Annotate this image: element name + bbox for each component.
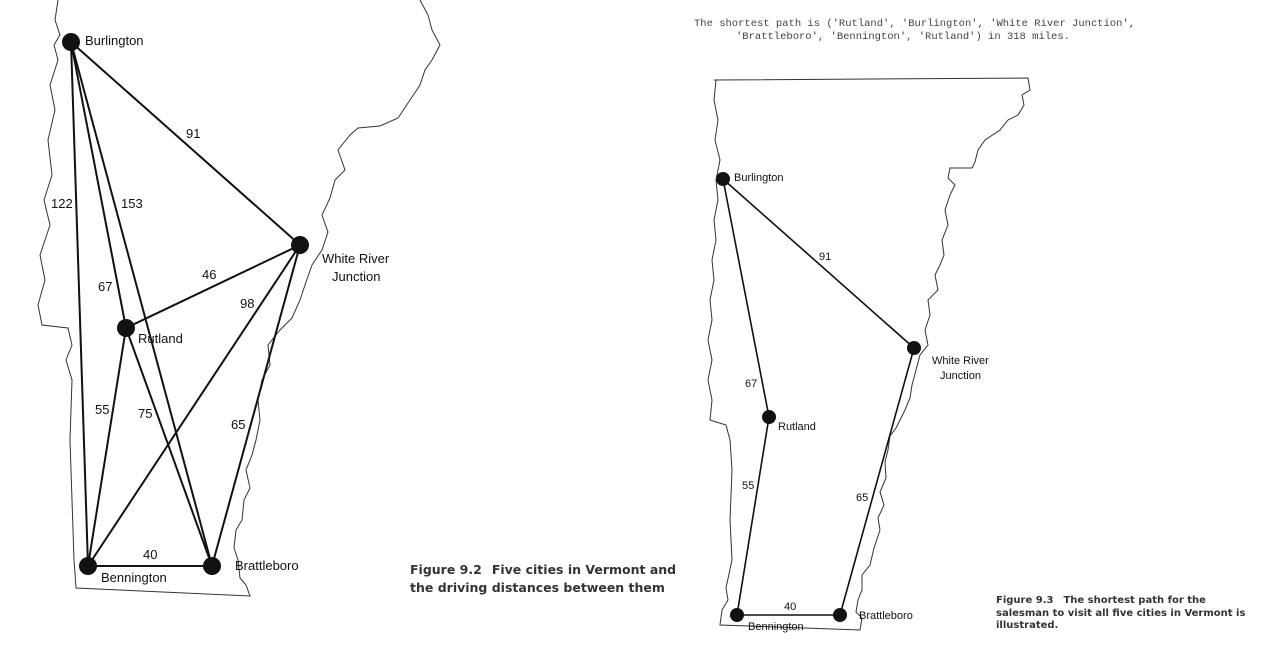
label-bennington-r: Bennington xyxy=(748,621,804,633)
left-figure: Burlington White River Junction Rutland … xyxy=(37,0,441,597)
label-white-river: White River xyxy=(322,251,390,266)
distance-burlington-white-river-r: 91 xyxy=(819,251,831,263)
node-burlington xyxy=(62,33,80,51)
output-line-1: The shortest path is ('Rutland', 'Burlin… xyxy=(694,18,1136,30)
label-burlington: Burlington xyxy=(85,33,144,48)
label-rutland-r: Rutland xyxy=(778,421,816,433)
distance-brattleboro-white-river-r: 65 xyxy=(856,492,868,504)
node-rutland-r xyxy=(762,410,776,424)
figure-9-2-number: Figure 9.2 xyxy=(410,562,482,577)
label-brattleboro-r: Brattleboro xyxy=(859,610,913,622)
distance-rutland-white-river: 46 xyxy=(202,267,216,282)
path-rutland-burlington xyxy=(722,178,770,418)
edge-rutland-bennington xyxy=(87,327,127,567)
edge-rutland-white-river xyxy=(125,244,301,329)
figure-9-3-number: Figure 9.3 xyxy=(996,595,1054,606)
node-brattleboro-r xyxy=(833,608,847,622)
label-junction-r: Junction xyxy=(940,370,981,382)
path-white-river-brattleboro xyxy=(839,347,915,616)
edge-brattleboro-white-river xyxy=(211,244,301,567)
distance-burlington-bennington: 122 xyxy=(51,196,73,211)
distance-burlington-rutland: 67 xyxy=(98,279,112,294)
edge-burlington-bennington xyxy=(70,41,89,567)
shortest-path-output: The shortest path is ('Rutland', 'Burlin… xyxy=(694,18,1254,44)
edge-burlington-brattleboro xyxy=(70,41,213,567)
node-white-river-junction xyxy=(291,236,309,254)
left-vermont-border xyxy=(37,0,441,597)
node-bennington-r xyxy=(730,608,744,622)
distance-burlington-rutland-r: 67 xyxy=(745,378,757,390)
edge-rutland-brattleboro xyxy=(125,327,213,567)
path-bennington-rutland xyxy=(736,416,770,616)
label-rutland: Rutland xyxy=(138,331,183,346)
label-white-river-r: White River xyxy=(932,355,989,367)
node-rutland xyxy=(117,319,135,337)
distance-rutland-bennington-r: 55 xyxy=(742,480,754,492)
node-white-river-junction-r xyxy=(907,341,921,355)
distance-burlington-white-river: 91 xyxy=(186,126,200,141)
distance-bennington-white-river: 98 xyxy=(240,296,254,311)
path-burlington-white-river xyxy=(722,178,915,349)
label-bennington: Bennington xyxy=(101,570,167,585)
node-burlington-r xyxy=(716,172,730,186)
node-bennington xyxy=(79,557,97,575)
distance-bennington-brattleboro-r: 40 xyxy=(784,601,796,613)
edge-bennington-white-river xyxy=(87,244,301,567)
distance-rutland-brattleboro: 75 xyxy=(138,406,152,421)
edge-burlington-white-river xyxy=(70,41,301,246)
output-line-2: 'Brattleboro', 'Bennington', 'Rutland') … xyxy=(736,31,1070,43)
right-vermont-border xyxy=(707,77,1031,631)
label-brattleboro: Brattleboro xyxy=(235,558,299,573)
figure-9-2-text: Five cities in Vermont and the driving d… xyxy=(410,562,677,595)
right-edges xyxy=(722,178,915,616)
distance-bennington-brattleboro: 40 xyxy=(143,547,157,562)
figure-9-3-text: The shortest path for the salesman to vi… xyxy=(996,595,1246,631)
distance-brattleboro-white-river: 65 xyxy=(231,417,245,432)
label-junction: Junction xyxy=(332,269,380,284)
distance-rutland-bennington: 55 xyxy=(95,402,109,417)
label-burlington-r: Burlington xyxy=(734,172,784,184)
distance-burlington-brattleboro: 153 xyxy=(121,196,143,211)
right-figure: Burlington White River Junction Rutland … xyxy=(707,77,1031,633)
left-edges xyxy=(70,41,301,567)
node-brattleboro xyxy=(203,557,221,575)
edge-burlington-rutland xyxy=(70,41,127,329)
